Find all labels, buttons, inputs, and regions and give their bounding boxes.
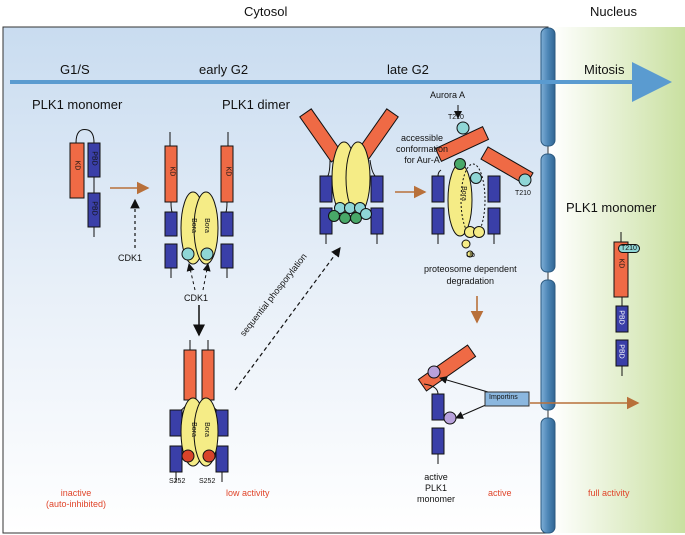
ub-label: Ub [466,252,475,259]
phase-g1s: G1/S [60,62,90,77]
status-inactive: inactive (auto-inhibited) [46,488,107,509]
cdk1-label-b: CDK1 [184,293,209,303]
plk1-active-monomer [417,344,489,464]
phase-mitosis: Mitosis [584,62,625,77]
plk1-auroraA-complex [431,105,534,258]
importins-box [484,391,530,407]
bora-label-4: Bora [202,422,210,437]
s252-label-1: S252 [169,478,186,485]
pbd-label-1: PBD [90,151,98,166]
degradation-label: proteosome dependent degradation [424,264,517,286]
s252-label-2: S252 [199,478,216,485]
status-full: full activity [588,488,630,498]
plk1-accessible [299,108,399,244]
active-monomer-label: active PLK1 monomer [417,472,456,504]
accessible-label: accessible conformation for Aur-A [396,133,449,165]
plk1-dimer [164,132,234,278]
cytosol-label: Cytosol [244,4,288,19]
sequential-arrow [234,247,341,391]
cdk1-label-a: CDK1 [118,253,143,263]
bora-label-1: Bora [189,218,197,233]
bora-label-2: Bora [202,218,210,233]
plk1-inactive-monomer [69,129,101,237]
kd-label-1: KD [73,160,81,171]
kd-label-3: KD [224,166,232,177]
status-active: active [488,488,512,498]
bora-label-3: Bora [189,422,197,437]
aurora-a-label: Aurora A [430,90,466,100]
pbd-label-2: PBD [90,201,98,216]
kd-label-4: KD [617,258,625,269]
phase-early-g2: early G2 [199,62,249,77]
t210-label-b: T210 [515,190,531,197]
title-monomer-right: PLK1 monomer [566,200,657,215]
plk1-dimer-phosphorylated [169,340,229,482]
t210-badge: T210 [618,244,640,253]
pbd-label-3: PBD [617,310,625,325]
title-dimer: PLK1 dimer [222,97,290,112]
plk1-nuclear-monomer [613,232,629,376]
nucleus-label: Nucleus [590,4,637,19]
nuclear-membrane [540,27,556,534]
phase-late-g2: late G2 [387,62,429,77]
kd-label-2: KD [168,166,176,177]
status-low: low activity [226,488,270,498]
bora-label-5: Bora [459,186,467,201]
t210-label-a: T210 [448,114,464,121]
title-monomer-left: PLK1 monomer [32,97,123,112]
pbd-label-4: PBD [617,344,625,359]
importins-label: Importins [489,394,518,401]
